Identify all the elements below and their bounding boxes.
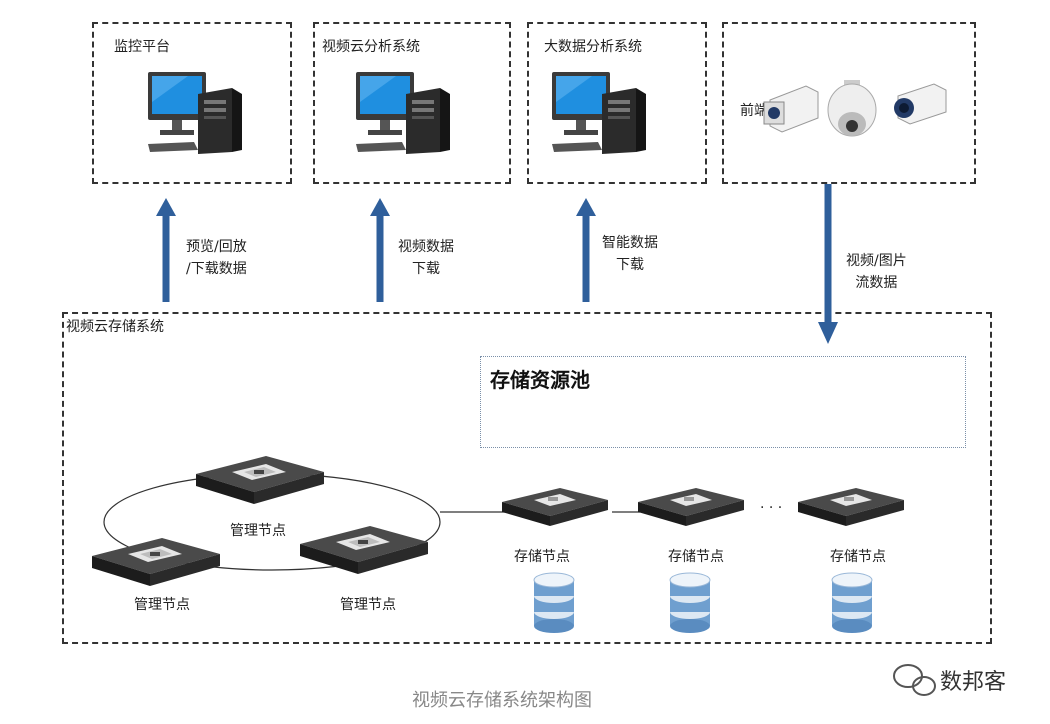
storage-node-1-icon — [502, 488, 608, 526]
storage-disk-2-icon — [669, 572, 711, 634]
management-node-1-label: 管理节点 — [230, 523, 286, 539]
storage-pool-box — [480, 356, 966, 448]
management-node-2-label: 管理节点 — [134, 597, 190, 613]
diagram-caption: 视频云存储系统架构图 — [412, 690, 592, 711]
management-node-1-icon — [196, 456, 324, 504]
arrow-1-label: 预览/回放 /下载数据 — [186, 239, 247, 277]
storage-disk-3-icon — [831, 572, 873, 634]
monitor-platform-computer-icon — [148, 72, 242, 154]
arrow-1-head — [156, 198, 176, 216]
frontend-label: 前端 — [740, 103, 768, 119]
video-analysis-label: 视频云分析系统 — [322, 39, 420, 55]
arrow-2-label: 视频数据 下载 — [398, 239, 454, 277]
storage-system-label: 视频云存储系统 — [66, 319, 164, 335]
wechat-logo-icon — [893, 664, 936, 696]
bigdata-analysis-box — [527, 22, 707, 184]
management-node-3-label: 管理节点 — [340, 597, 396, 613]
arrow-4-head — [818, 322, 838, 344]
management-node-2-icon — [92, 538, 220, 586]
monitor-platform-box — [92, 22, 292, 184]
arrow-3-head — [576, 198, 596, 216]
storage-node-2-label: 存储节点 — [668, 549, 724, 565]
dome-camera-icon — [827, 80, 877, 137]
storage-node-1-label: 存储节点 — [514, 549, 570, 565]
storage-node-3-icon — [798, 488, 904, 526]
storage-node-3-label: 存储节点 — [830, 549, 886, 565]
storage-system-box — [62, 312, 992, 644]
arrow-4-label: 视频/图片 流数据 — [846, 253, 907, 291]
watermark-text: 数邦客 — [940, 670, 1007, 695]
video-analysis-computer-icon — [356, 72, 450, 154]
arrow-3-label: 智能数据 下载 — [602, 235, 658, 273]
management-node-3-icon — [300, 526, 428, 574]
box-camera-icon — [763, 85, 819, 133]
frontend-box — [722, 22, 976, 184]
bigdata-analysis-computer-icon — [552, 72, 646, 154]
bigdata-analysis-label: 大数据分析系统 — [544, 39, 642, 55]
storage-disk-1-icon — [533, 572, 575, 634]
monitor-platform-label: 监控平台 — [114, 39, 170, 55]
arrow-2-head — [370, 198, 390, 216]
storage-node-2-icon — [638, 488, 744, 526]
bullet-camera-icon — [894, 83, 947, 125]
video-analysis-box — [313, 22, 511, 184]
storage-node-ellipsis: · · · — [760, 500, 783, 516]
storage-pool-label: 存储资源池 — [490, 368, 590, 392]
